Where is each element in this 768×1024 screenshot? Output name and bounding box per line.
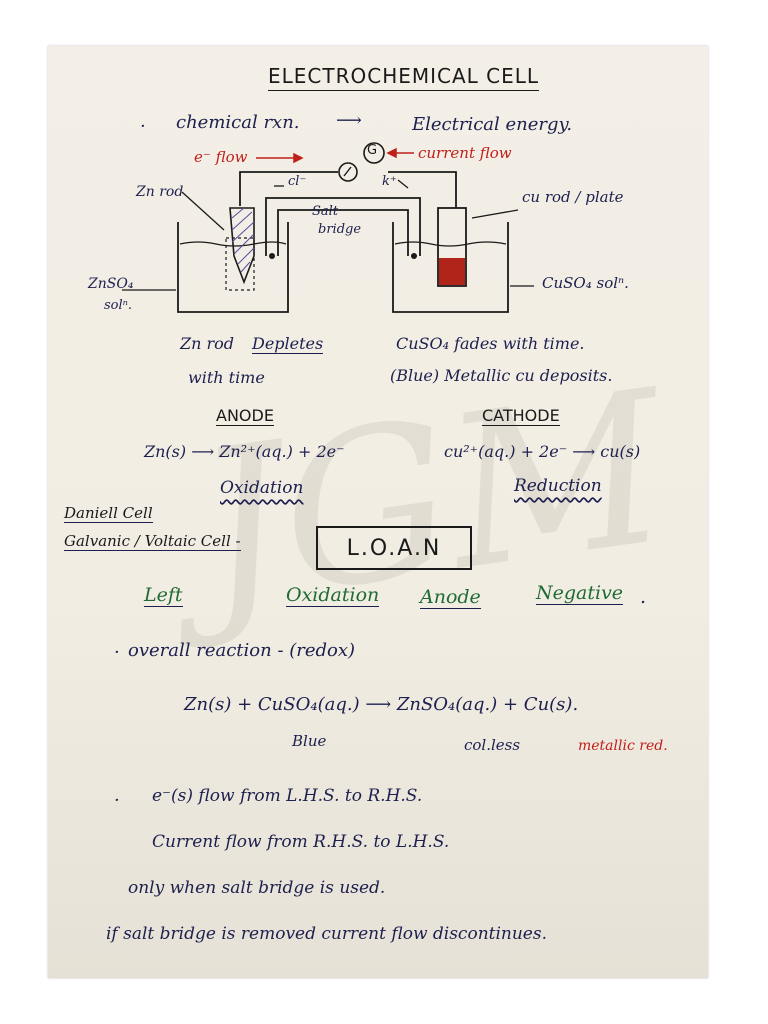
mnemonic-anode: Anode: [420, 586, 481, 609]
mnemonic-period: .: [640, 586, 647, 608]
potassium-ion-label: k⁺: [382, 174, 397, 189]
zn-observation-time: with time: [188, 368, 265, 387]
arrow-icon: ⟶: [336, 110, 362, 131]
zn-rod-label: Zn rod: [136, 184, 184, 200]
cathode-equation: cu²⁺(aq.) + 2e⁻ ⟶ cu(s): [444, 442, 641, 461]
cu-observation-1: CuSO₄ fades with time.: [396, 334, 585, 353]
salt-bridge-label-2: bridge: [318, 222, 362, 237]
daniell-cell-label: Daniell Cell: [64, 504, 153, 523]
galvanometer-icon: [363, 142, 385, 164]
note-line-2: Current flow from R.H.S. to L.H.S.: [152, 832, 450, 852]
bullet-dot: ·: [140, 116, 146, 137]
metallic-red-label: metallic red.: [578, 738, 668, 754]
cu-observation-2: (Blue) Metallic cu deposits.: [390, 366, 613, 385]
zinc-rod-icon: [229, 207, 255, 285]
cu-rod-label: cu rod / plate: [522, 188, 624, 206]
galvanic-cell-label: Galvanic / Voltaic Cell -: [64, 532, 241, 551]
notebook-page: JGM ELECTROCHEMICAL CELL · chemical rxn.…: [48, 46, 708, 978]
reduction-label: Reduction: [514, 476, 602, 496]
mnemonic-oxidation: Oxidation: [286, 584, 380, 607]
current-flow-label: current flow: [418, 144, 512, 162]
cuso4-sol-label: CuSO₄ solⁿ.: [542, 274, 629, 292]
znso4-label-1: ZnSO₄: [88, 276, 134, 292]
oxidation-label: Oxidation: [220, 478, 304, 498]
electron-flow-label: e⁻ flow: [194, 148, 248, 166]
cathode-heading: CATHODE: [482, 406, 560, 426]
bullet-dot-overall: ·: [114, 642, 120, 663]
electrochemical-cell-diagram: [122, 142, 534, 313]
chloride-ion-label: cl⁻: [288, 174, 307, 189]
znso4-label-2: solⁿ.: [104, 298, 133, 313]
intro-right-text: Electrical energy.: [412, 114, 573, 135]
anode-equation: Zn(s) ⟶ Zn²⁺(aq.) + 2e⁻: [144, 442, 345, 461]
intro-left-text: chemical rxn.: [176, 112, 300, 133]
salt-bridge-label-1: Salt: [312, 204, 339, 219]
copper-deposit-icon: [439, 258, 465, 285]
note-line-4: if salt bridge is removed current flow d…: [106, 924, 547, 944]
blue-label: Blue: [292, 732, 327, 750]
colorless-label: col.less: [464, 736, 521, 754]
zn-observation-a: Zn rod: [180, 334, 235, 353]
anode-heading: ANODE: [216, 406, 274, 426]
note-line-3: only when salt bridge is used.: [128, 878, 386, 898]
overall-heading: overall reaction - (redox): [128, 640, 356, 661]
ammeter-icon: [338, 162, 358, 182]
note-line-1: e⁻(s) flow from L.H.S. to R.H.S.: [152, 786, 423, 806]
zn-observation-depletes: Depletes: [252, 334, 324, 354]
mnemonic-negative: Negative: [536, 582, 624, 605]
bullet-dot-notes: ·: [114, 790, 120, 811]
mnemonic-left: Left: [144, 584, 183, 607]
page-title: ELECTROCHEMICAL CELL: [268, 64, 540, 91]
overall-equation: Zn(s) + CuSO₄(aq.) ⟶ ZnSO₄(aq.) + Cu(s).: [184, 694, 579, 715]
loan-mnemonic-box: L.O.A.N: [316, 526, 472, 570]
galvanometer-label: G: [367, 143, 378, 158]
